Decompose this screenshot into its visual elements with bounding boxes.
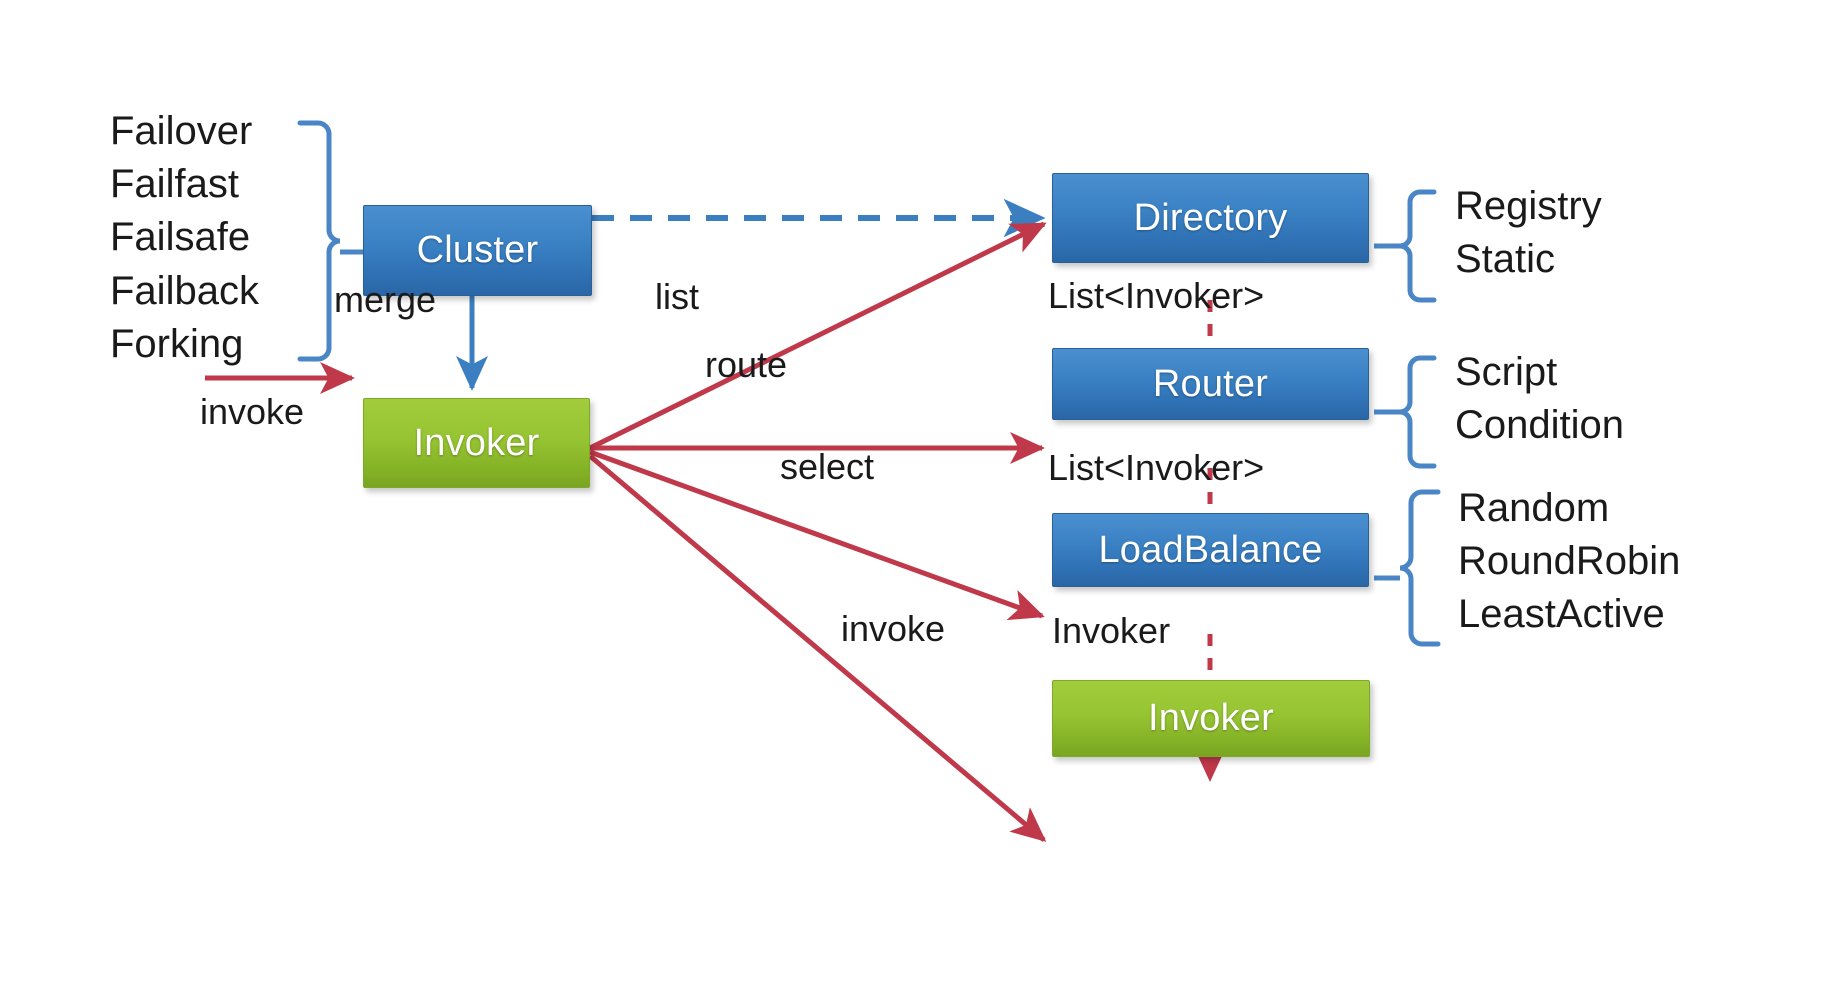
node-invoker-left-label: Invoker bbox=[413, 421, 540, 464]
brace-directory-types bbox=[1374, 189, 1437, 303]
edge-label-invoke-in: invoke bbox=[200, 391, 305, 432]
brace-loadbalance-types bbox=[1374, 489, 1441, 647]
brace-item-script: Script bbox=[1455, 350, 1558, 394]
node-router[interactable]: Router bbox=[1052, 348, 1369, 420]
edge-label-loadbalance-invoker: Invoker bbox=[1052, 610, 1171, 651]
node-invoker-bottom[interactable]: Invoker bbox=[1052, 680, 1370, 757]
node-cluster-label: Cluster bbox=[416, 229, 539, 271]
edge-invoke-out bbox=[588, 454, 1047, 842]
edge-label-router-loadbalance: List<Invoker> bbox=[1048, 447, 1265, 488]
brace-item-leastactive: LeastActive bbox=[1458, 592, 1665, 637]
node-invoker-left[interactable]: Invoker bbox=[363, 398, 590, 488]
node-loadbalance[interactable]: LoadBalance bbox=[1052, 513, 1369, 587]
brace-item-forking: Forking bbox=[110, 321, 244, 366]
edge-list bbox=[588, 221, 1047, 451]
brace-item-roundrobin: RoundRobin bbox=[1458, 539, 1681, 584]
edge-label-invoke-out: invoke bbox=[841, 608, 946, 649]
brace-item-failfast: Failfast bbox=[110, 162, 239, 207]
edge-label-directory-router: List<Invoker> bbox=[1048, 275, 1265, 316]
brace-list-router-types: Script Condition bbox=[1455, 346, 1624, 452]
brace-item-failback: Failback bbox=[110, 268, 259, 313]
brace-list-loadbalance-types: Random RoundRobin LeastActive bbox=[1458, 482, 1680, 642]
brace-item-random: Random bbox=[1458, 486, 1610, 530]
node-directory[interactable]: Directory bbox=[1052, 173, 1369, 263]
node-router-label: Router bbox=[1152, 362, 1269, 405]
node-loadbalance-label: LoadBalance bbox=[1098, 528, 1323, 571]
brace-item-condition: Condition bbox=[1455, 403, 1625, 448]
brace-router-types bbox=[1374, 355, 1437, 469]
brace-list-directory-types: Registry Static bbox=[1455, 180, 1602, 286]
brace-list-cluster-strategies: Failover Failfast Failsafe Failback Fork… bbox=[110, 105, 259, 371]
node-invoker-bottom-label: Invoker bbox=[1147, 697, 1274, 739]
brace-cluster-strategies bbox=[297, 120, 363, 362]
brace-item-registry: Registry bbox=[1455, 184, 1602, 228]
edge-label-select: select bbox=[780, 446, 875, 487]
brace-item-failover: Failover bbox=[110, 109, 253, 153]
edge-label-route: route bbox=[705, 344, 788, 385]
edge-label-list: list bbox=[655, 276, 699, 317]
node-directory-label: Directory bbox=[1133, 196, 1288, 239]
brace-item-failsafe: Failsafe bbox=[110, 215, 251, 260]
node-cluster[interactable]: Cluster bbox=[363, 205, 592, 296]
edge-label-merge: merge bbox=[334, 279, 437, 320]
brace-item-static: Static bbox=[1455, 237, 1556, 282]
